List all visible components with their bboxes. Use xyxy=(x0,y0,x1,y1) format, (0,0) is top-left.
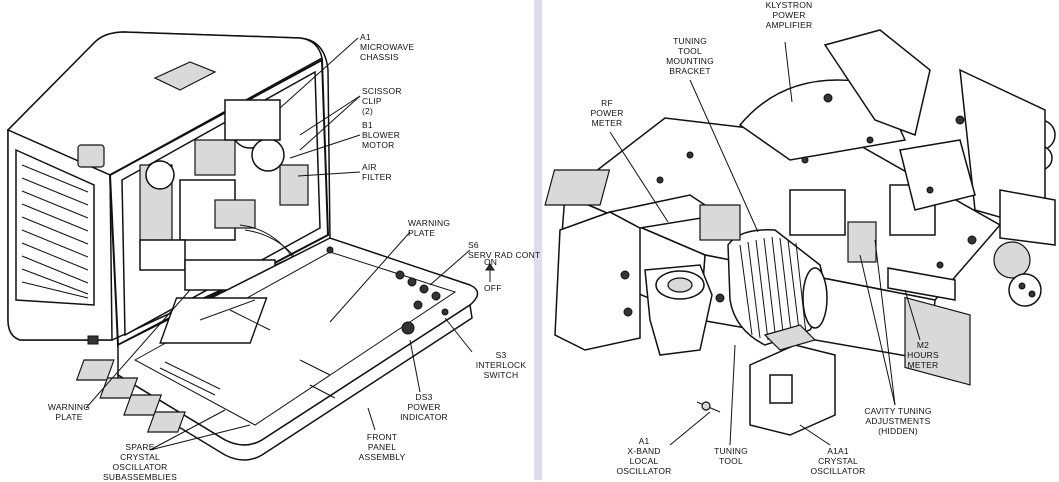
label-klystron-power-amplifier: KLYSTRON POWER AMPLIFIER xyxy=(765,0,813,30)
top-cover-plate xyxy=(153,61,217,91)
panel-divider xyxy=(534,0,542,480)
label-switch-off: OFF xyxy=(484,283,502,293)
label-s3-interlock-switch: S3 INTERLOCK SWITCH xyxy=(475,350,527,380)
left-case-drawing xyxy=(6,31,495,461)
label-tuning-tool-mounting-bracket: TUNING TOOL MOUNTING BRACKET xyxy=(666,36,714,76)
label-air-filter: AIR FILTER xyxy=(362,162,392,182)
label-s6-serv-rad-cont: S6 SERV RAD CONT xyxy=(468,240,541,260)
label-switch-on: ON xyxy=(484,257,498,267)
label-warning-plate-top: WARNING PLATE xyxy=(408,218,451,238)
right-chassis-drawing xyxy=(544,29,1056,446)
label-spare-crystal-oscillator: SPARE CRYSTAL OSCILLATOR SUBASSEMBLIES xyxy=(103,442,177,482)
label-m2-hours-meter: M2 HOURS METER xyxy=(907,340,939,370)
label-warning-plate-bottom: WARNING PLATE xyxy=(47,402,91,422)
label-tuning-tool: TUNING TOOL xyxy=(714,446,748,466)
louver-panel xyxy=(15,148,95,306)
label-a1-microwave-chassis: A1 MICROWAVE CHASSIS xyxy=(360,32,415,62)
label-a1a1-crystal-oscillator: A1A1 CRYSTAL OSCILLATOR xyxy=(810,446,866,476)
label-front-panel-assembly: FRONT PANEL ASSEMBLY xyxy=(358,432,406,462)
label-scissor-clip: SCISSOR CLIP (2) xyxy=(362,86,402,116)
label-ds3-power-indicator: DS3 POWER INDICATOR xyxy=(400,392,448,422)
label-rf-power-meter: RF POWER METER xyxy=(590,98,624,128)
label-cavity-tuning-adjustments: CAVITY TUNING ADJUSTMENTS (HIDDEN) xyxy=(864,406,932,436)
label-a1-xband-local-oscillator: A1 X-BAND LOCAL OSCILLATOR xyxy=(616,436,672,476)
label-b1-blower-motor: B1 BLOWER MOTOR xyxy=(362,120,401,150)
